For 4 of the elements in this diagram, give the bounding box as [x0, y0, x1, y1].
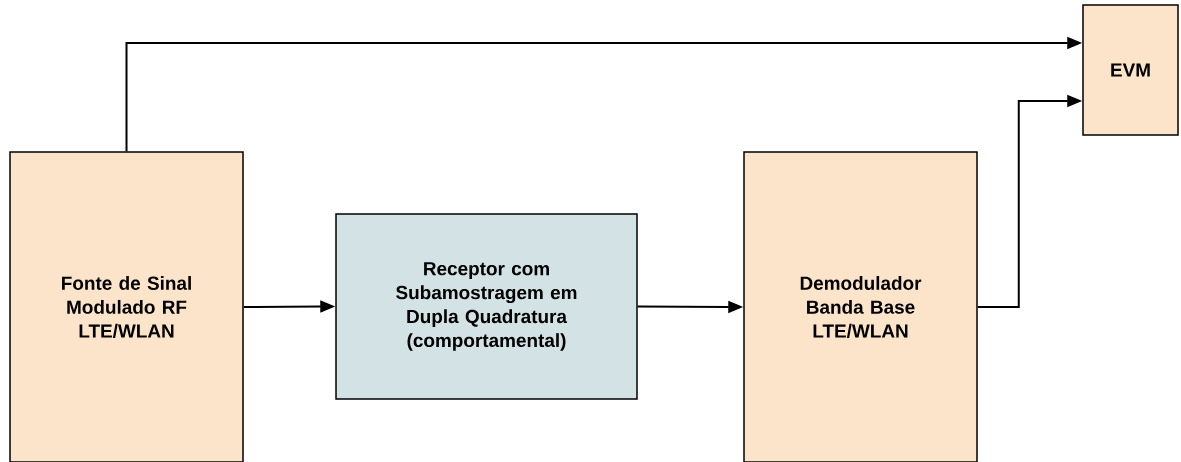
source-box: Fonte de Sinal Modulado RF LTE/WLAN: [9, 151, 244, 462]
demodulator-box: Demodulador Banda Base LTE/WLAN: [743, 151, 978, 462]
evm-box: EVM: [1082, 4, 1179, 136]
receiver-box: Receptor com Subamostragem em Dupla Quadratura (comportamental): [335, 213, 638, 400]
